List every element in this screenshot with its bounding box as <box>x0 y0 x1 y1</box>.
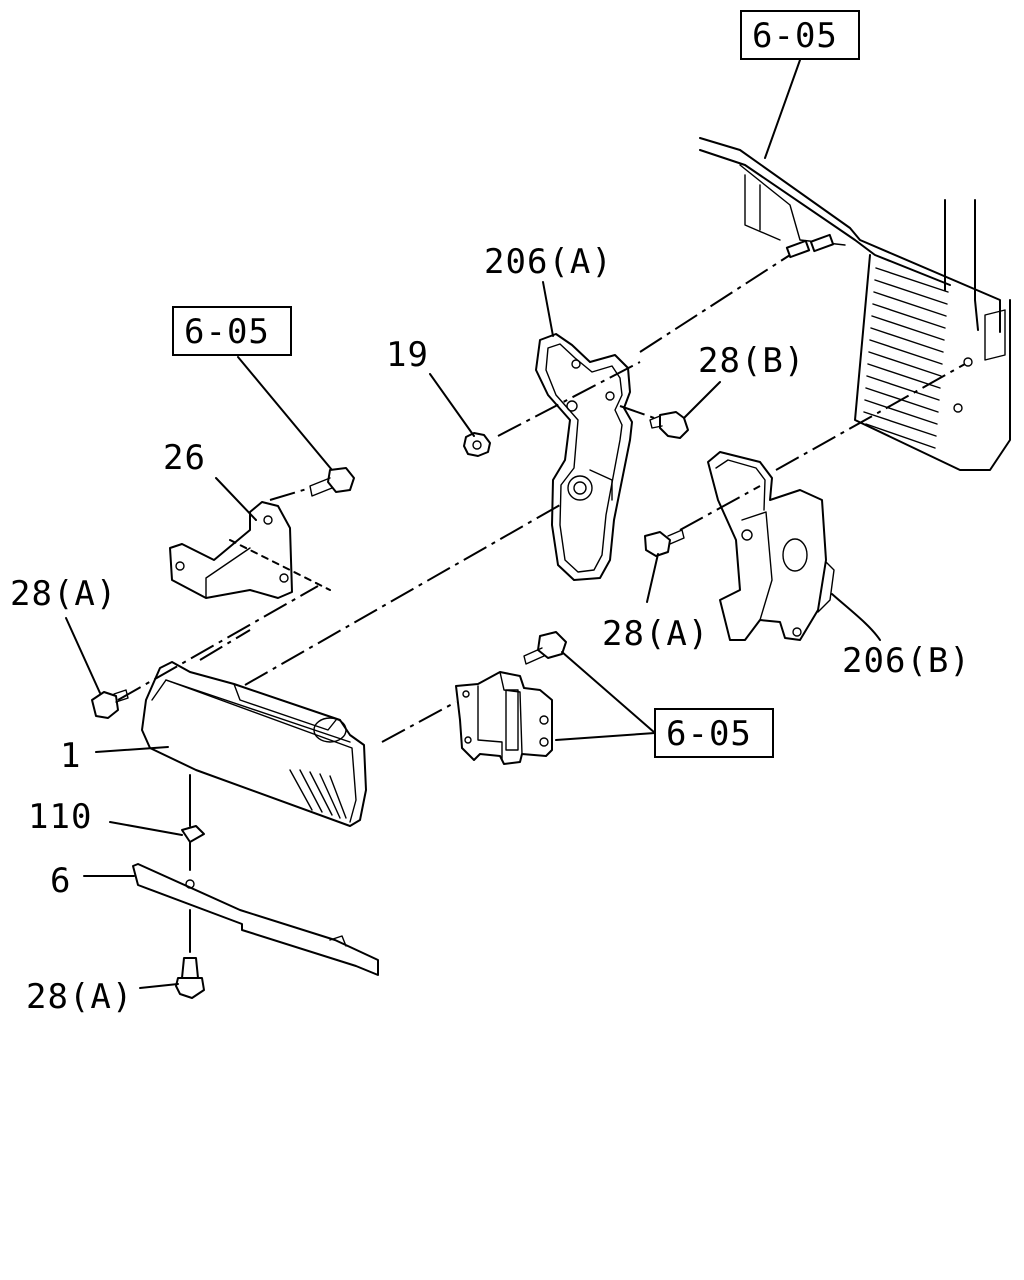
label-19[interactable]: 19 <box>386 335 475 437</box>
svg-text:110: 110 <box>28 797 92 837</box>
clip-110 <box>181 774 205 843</box>
svg-text:6-05: 6-05 <box>184 312 270 352</box>
label-28a-bottom[interactable]: 28(A) <box>26 977 179 1017</box>
bolt-left-ref <box>309 467 355 497</box>
svg-text:1: 1 <box>60 736 81 776</box>
bracket-26 <box>169 501 331 599</box>
svg-text:28(A): 28(A) <box>10 574 117 614</box>
stud-bolts <box>785 233 835 259</box>
svg-text:26: 26 <box>163 438 206 478</box>
stay-6 <box>132 841 379 976</box>
radiator-assembly <box>699 137 1011 471</box>
label-206b[interactable]: 206(B) <box>831 593 971 681</box>
svg-text:206(A): 206(A) <box>484 242 613 282</box>
label-110[interactable]: 110 <box>28 797 183 837</box>
label-28b[interactable]: 28(B) <box>683 341 805 419</box>
svg-text:6-05: 6-05 <box>752 16 838 56</box>
label-28a-mid[interactable]: 28(A) <box>602 553 709 654</box>
svg-text:28(A): 28(A) <box>26 977 133 1017</box>
svg-text:6: 6 <box>50 861 71 901</box>
svg-text:19: 19 <box>386 335 429 375</box>
label-26[interactable]: 26 <box>163 438 257 521</box>
svg-text:6-05: 6-05 <box>666 714 752 754</box>
bolt-28a-mid <box>644 529 685 557</box>
ref-box-mid[interactable]: 6-05 <box>555 651 774 758</box>
bolt-28b <box>649 411 689 439</box>
svg-text:28(A): 28(A) <box>602 614 709 654</box>
label-1[interactable]: 1 <box>60 736 169 776</box>
bracket-206b <box>707 451 835 641</box>
ref-box-top[interactable]: 6-05 <box>740 10 860 159</box>
label-6[interactable]: 6 <box>50 861 135 901</box>
svg-text:206(B): 206(B) <box>842 641 971 681</box>
bracket-206a <box>535 333 633 581</box>
fog-lamp-1 <box>141 661 367 827</box>
label-28a-left[interactable]: 28(A) <box>10 574 117 694</box>
svg-text:28(B): 28(B) <box>698 341 805 381</box>
ref-box-left[interactable]: 6-05 <box>172 306 333 471</box>
nut-19 <box>463 432 491 457</box>
center-lines <box>117 254 966 743</box>
label-206a[interactable]: 206(A) <box>484 242 613 337</box>
adjuster-assembly <box>455 631 567 765</box>
bolt-28a-bottom <box>175 957 205 999</box>
bolt-28a-left <box>91 689 129 719</box>
